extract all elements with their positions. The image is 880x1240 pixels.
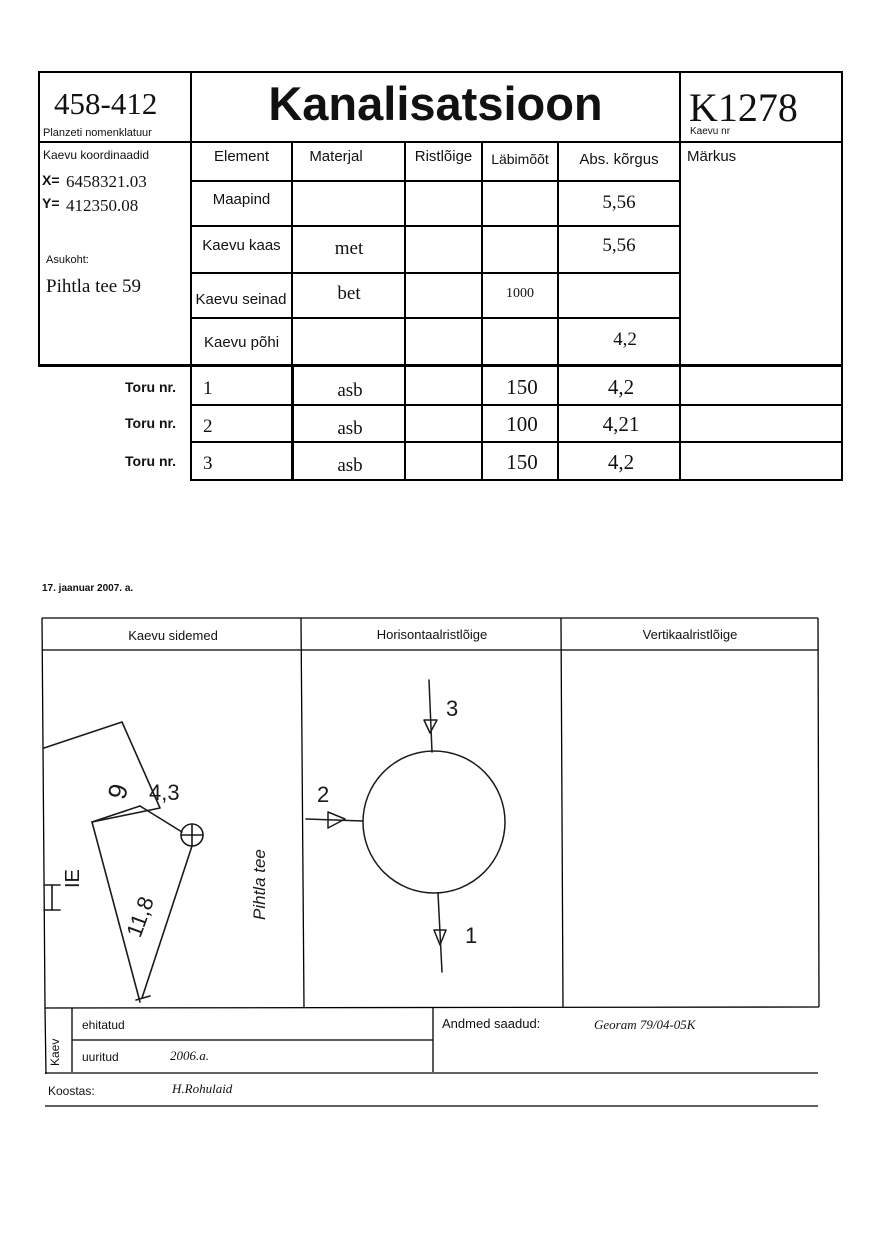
pipe-material: asb (337, 380, 363, 401)
pipe-number: 3 (203, 453, 213, 474)
pipe-diameter: 150 (506, 450, 538, 474)
element-name: Kaevu põhi (203, 334, 280, 351)
pipe-label: Toru nr. (125, 379, 177, 395)
element-elevation: 5,56 (602, 192, 636, 213)
pipe-elevation: 4,21 (602, 412, 640, 436)
col-cross-section: Ristlõige (414, 148, 473, 165)
col-elevation: Abs. kõrgus (579, 151, 659, 168)
sheet-number: 458-412 (54, 86, 158, 121)
element-material: bet (337, 283, 361, 304)
built-label: ehitatud (82, 1018, 125, 1032)
surveyed-label: uuritud (82, 1050, 119, 1064)
pipe-mark-1: 1 (465, 923, 478, 948)
pipe-diameter: 150 (506, 375, 538, 399)
y-label: Y= (42, 195, 60, 211)
address-value: Pihtla tee 59 (46, 276, 141, 297)
panel-title-vertical: Vertikaalristlõige (642, 627, 738, 642)
well-circle-icon (362, 750, 506, 894)
surveyed-value: 2006.a. (170, 1048, 209, 1063)
coordinates-label: Kaevu koordinaadid (43, 148, 150, 162)
col-element: Element (213, 148, 270, 165)
pipe-label: Toru nr. (125, 415, 177, 431)
document-date: 17. jaanuar 2007. a. (42, 583, 134, 594)
pipe-number: 2 (203, 416, 213, 437)
element-name: Kaevu kaas (202, 237, 281, 254)
well-number: K1278 (689, 85, 798, 130)
col-material: Materjal (309, 148, 363, 165)
compiled-label: Koostas: (48, 1084, 95, 1098)
element-name: Maapind (212, 191, 271, 208)
pipe-material: asb (337, 455, 363, 476)
data-source-value: Georam 79/04-05K (594, 1017, 696, 1032)
x-label: X= (42, 172, 60, 188)
pipe-label: Toru nr. (125, 453, 177, 469)
pipe-material: asb (337, 418, 363, 439)
element-elevation: 4,2 (613, 329, 637, 350)
pipe-elevation: 4,2 (607, 375, 635, 399)
y-value: 412350.08 (66, 196, 139, 215)
data-source-label: Andmed saadud: (442, 1016, 541, 1031)
element-material: met (334, 238, 364, 259)
panel-title-horizontal: Horisontaalristlõige (376, 627, 488, 642)
panel-title-connections: Kaevu sidemed (128, 628, 218, 643)
pipe-diameter: 100 (506, 412, 538, 436)
element-diameter: 1000 (506, 286, 534, 301)
page-title: Kanalisatsioon (268, 77, 603, 130)
col-remarks: Märkus (687, 148, 737, 165)
element-name: Kaevu seinad (195, 291, 287, 308)
x-value: 6458321.03 (66, 172, 147, 191)
pipe-elevation: 4,2 (607, 450, 635, 474)
address-label: Asukoht: (46, 254, 89, 266)
well-side-label: Kaev (48, 1038, 62, 1066)
col-diameter: Läbimõõt (491, 151, 549, 167)
pipe-mark-3: 3 (446, 696, 459, 721)
compiled-value: H.Rohulaid (172, 1081, 233, 1096)
sheet-number-label: Planzeti nomenklatuur (43, 127, 152, 139)
pipe-mark-2: 2 (317, 782, 330, 807)
pipe-number: 1 (203, 378, 213, 399)
element-elevation: 5,56 (602, 235, 636, 256)
well-number-label: Kaevu nr (690, 126, 731, 137)
sketch-dist-b: 4,3 (149, 780, 180, 805)
